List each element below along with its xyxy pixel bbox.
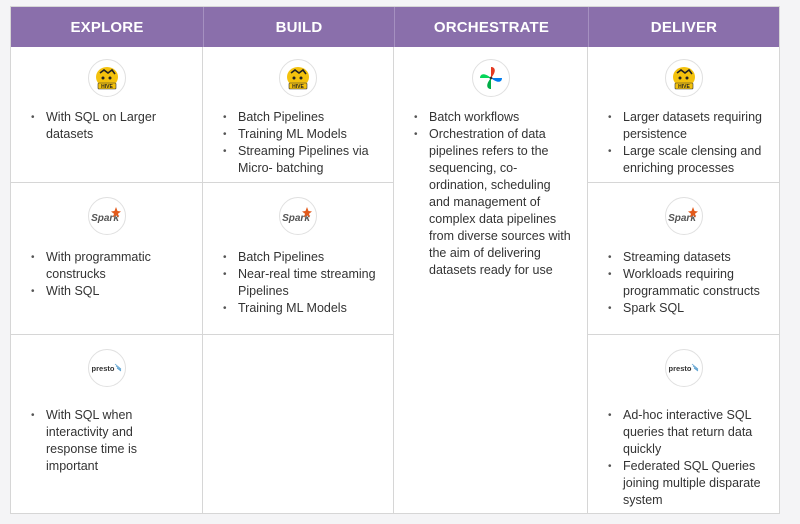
list-item: Batch Pipelines bbox=[223, 109, 388, 126]
hive-logo: HIVE bbox=[665, 59, 703, 97]
list-item: Training ML Models bbox=[223, 126, 388, 143]
spark-icon: Spark bbox=[282, 207, 312, 224]
hive-icon: HIVE bbox=[287, 67, 309, 90]
list-item: Larger datasets requiring persistence bbox=[608, 109, 773, 143]
list-item: Ad-hoc interactive SQL queries that retu… bbox=[608, 407, 768, 458]
list-item: Batch workflows bbox=[414, 109, 574, 126]
hive-logo-text: HIVE bbox=[101, 84, 113, 90]
explore-presto-cell: presto With SQL when interactivity and r… bbox=[11, 335, 203, 513]
deliver-hive-cell: HIVE Larger datasets requiring persisten… bbox=[588, 47, 779, 183]
hive-logo: HIVE bbox=[279, 59, 317, 97]
list-item: With programmatic construcks bbox=[31, 249, 191, 283]
list-item: With SQL bbox=[31, 283, 191, 300]
presto-logo: presto bbox=[88, 349, 126, 387]
orchestrate-airflow-cell: Batch workflows Orchestration of data pi… bbox=[394, 47, 588, 513]
list-item: Large scale clensing and enriching proce… bbox=[608, 143, 773, 177]
spark-logo-text: Spark bbox=[282, 213, 310, 224]
list-item: Workloads requiring programmatic constru… bbox=[608, 266, 768, 300]
explore-hive-cell: HIVE With SQL on Larger datasets bbox=[11, 47, 203, 183]
presto-icon: presto bbox=[92, 363, 122, 373]
spark-logo: Spark bbox=[88, 197, 126, 235]
deliver-hive-list: Larger datasets requiring persistence La… bbox=[608, 109, 773, 177]
build-empty-cell bbox=[203, 335, 394, 513]
orchestrate-airflow-list: Batch workflows Orchestration of data pi… bbox=[414, 109, 574, 279]
build-spark-list: Batch Pipelines Near-real time streaming… bbox=[223, 249, 383, 317]
airflow-pinwheel-icon bbox=[480, 67, 502, 89]
explore-spark-list: With programmatic construcks With SQL bbox=[31, 249, 191, 300]
deliver-spark-cell: Spark Streaming datasets Workloads requi… bbox=[588, 183, 779, 335]
header-explore: EXPLORE bbox=[11, 7, 203, 47]
spark-logo-text: Spark bbox=[91, 213, 119, 224]
explore-presto-list: With SQL when interactivity and response… bbox=[31, 407, 181, 475]
spark-logo: Spark bbox=[665, 197, 703, 235]
hive-logo: HIVE bbox=[88, 59, 126, 97]
presto-logo-text: presto bbox=[669, 364, 692, 373]
explore-hive-list: With SQL on Larger datasets bbox=[31, 109, 191, 143]
spark-logo-text: Spark bbox=[668, 213, 696, 224]
list-item: Spark SQL bbox=[608, 300, 768, 317]
hive-logo-text: HIVE bbox=[292, 84, 304, 90]
build-spark-cell: Spark Batch Pipelines Near-real time str… bbox=[203, 183, 394, 335]
spark-icon: Spark bbox=[668, 207, 698, 224]
list-item: Training ML Models bbox=[223, 300, 383, 317]
hive-icon: HIVE bbox=[96, 67, 118, 90]
list-item: Orchestration of data pipelines refers t… bbox=[414, 126, 574, 279]
airflow-logo bbox=[472, 59, 510, 97]
deliver-presto-list: Ad-hoc interactive SQL queries that retu… bbox=[608, 407, 768, 509]
explore-spark-cell: Spark With programmatic construcks With … bbox=[11, 183, 203, 335]
tool-matrix: EXPLORE BUILD ORCHESTRATE DELIVER HIVE W… bbox=[10, 6, 780, 514]
hive-logo-text: HIVE bbox=[678, 84, 690, 90]
header-build: BUILD bbox=[203, 7, 394, 47]
deliver-spark-list: Streaming datasets Workloads requiring p… bbox=[608, 249, 768, 317]
build-hive-cell: HIVE Batch Pipelines Training ML Models … bbox=[203, 47, 394, 183]
list-item: Streaming Pipelines via Micro- batching bbox=[223, 143, 388, 177]
list-item: Federated SQL Queries joining multiple d… bbox=[608, 458, 768, 509]
spark-logo: Spark bbox=[279, 197, 317, 235]
list-item: With SQL when interactivity and response… bbox=[31, 407, 181, 475]
list-item: Streaming datasets bbox=[608, 249, 768, 266]
list-item: With SQL on Larger datasets bbox=[31, 109, 191, 143]
presto-icon: presto bbox=[669, 363, 699, 373]
header-deliver: DELIVER bbox=[588, 7, 779, 47]
list-item: Near-real time streaming Pipelines bbox=[223, 266, 383, 300]
deliver-presto-cell: presto Ad-hoc interactive SQL queries th… bbox=[588, 335, 779, 513]
list-item: Batch Pipelines bbox=[223, 249, 383, 266]
header-orchestrate: ORCHESTRATE bbox=[394, 7, 588, 47]
hive-icon: HIVE bbox=[673, 67, 695, 90]
build-hive-list: Batch Pipelines Training ML Models Strea… bbox=[223, 109, 388, 177]
presto-logo-text: presto bbox=[92, 364, 115, 373]
presto-logo: presto bbox=[665, 349, 703, 387]
spark-icon: Spark bbox=[91, 207, 121, 224]
